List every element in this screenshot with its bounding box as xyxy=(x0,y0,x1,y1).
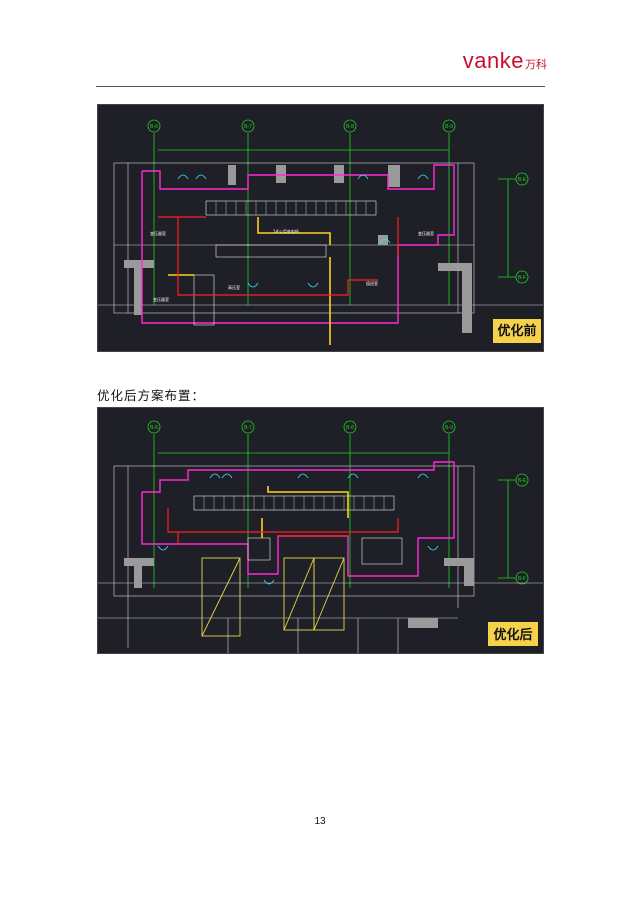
logo-wordmark: vanke xyxy=(462,48,524,73)
axis-label: B-6 xyxy=(150,425,158,431)
page-number: 13 xyxy=(314,816,326,827)
room-label: 1#公用变电所 xyxy=(273,228,299,234)
logo-chinese-name: 万科 xyxy=(525,58,547,71)
axis-label: B-6 xyxy=(150,124,158,130)
vanke-logo: vanke 万科 xyxy=(463,48,547,74)
axis-label: B-9 xyxy=(445,425,453,431)
axis-label: B-9 xyxy=(445,124,453,130)
axis-label: B-8 xyxy=(346,124,354,130)
axis-label: B-F xyxy=(518,576,526,582)
room-label: 变压器室 xyxy=(150,230,166,236)
cad-plan-before: B-6 B-7 B-8 B-9 B-E B-F xyxy=(97,104,544,352)
axis-label: B-E xyxy=(518,177,527,183)
header-divider xyxy=(96,86,545,87)
room-label: 值班室 xyxy=(366,280,378,286)
axis-label: B-8 xyxy=(346,425,354,431)
figure-stamp: 优化后 xyxy=(493,627,532,643)
room-label: 变压器室 xyxy=(153,296,169,302)
room-label: 变压器室 xyxy=(418,230,434,236)
axis-label: B-F xyxy=(518,275,526,281)
figure-stamp: 优化前 xyxy=(497,323,536,339)
axis-label: B-E xyxy=(518,478,527,484)
cad-plan-after: B-6 B-7 B-8 B-9 B-E B-F xyxy=(97,407,544,654)
section-caption: 优化后方案布置： xyxy=(97,388,206,403)
room-label: 高压室 xyxy=(228,284,240,290)
axis-label: B-7 xyxy=(244,425,252,431)
axis-label: B-7 xyxy=(244,124,252,130)
